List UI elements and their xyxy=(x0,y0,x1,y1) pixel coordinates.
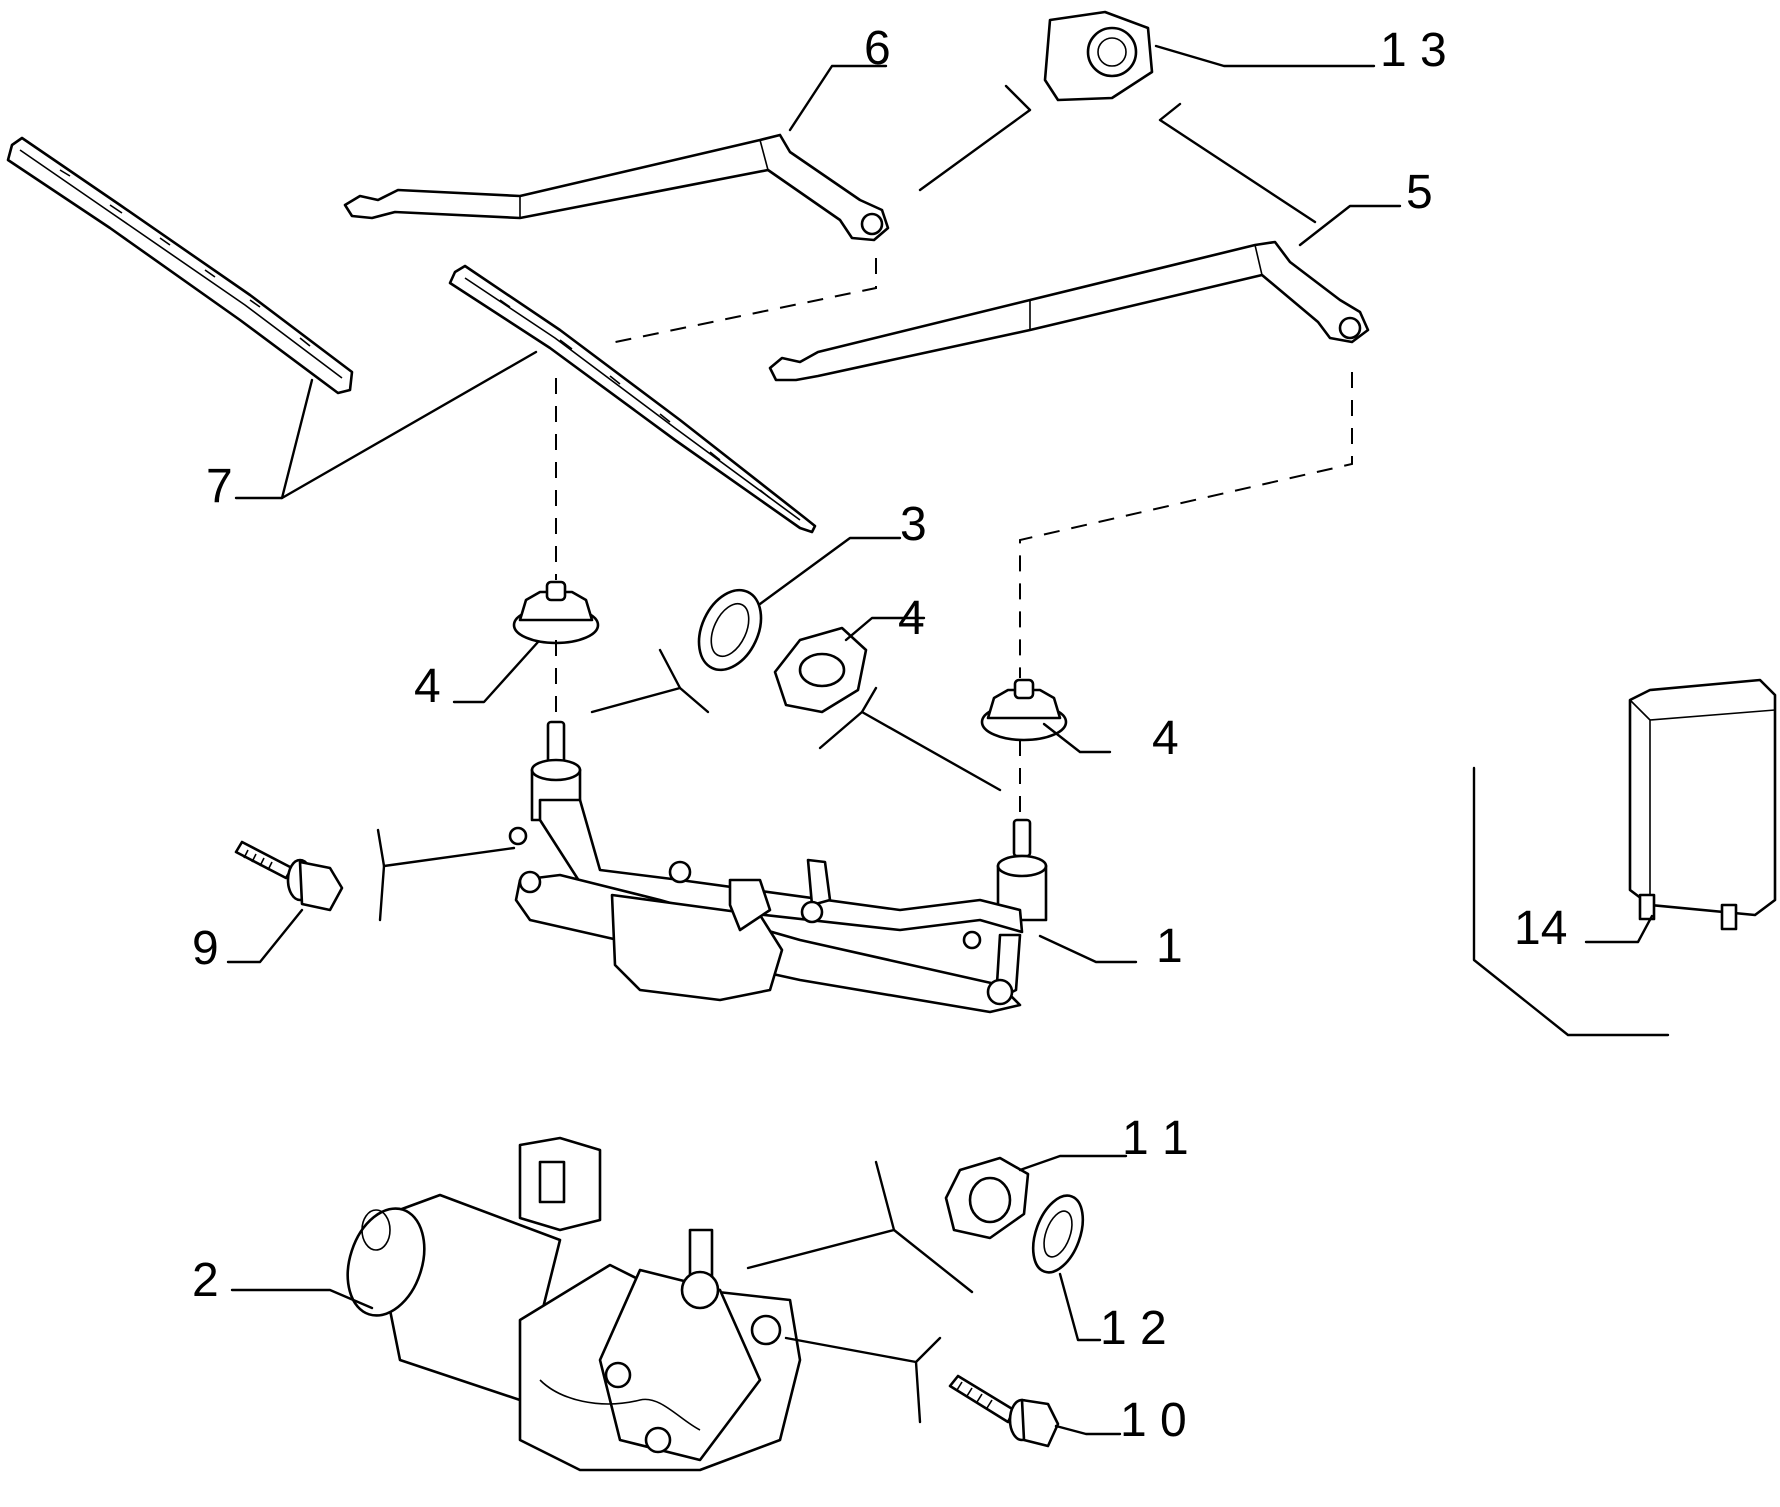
wiper-linkage xyxy=(508,720,1048,1014)
wiper-blade-center xyxy=(448,264,817,534)
wiper-arm-left xyxy=(343,133,890,242)
callout-1: 1 xyxy=(1156,920,1183,973)
callout-2: 2 xyxy=(192,1254,219,1307)
bolt-9 xyxy=(234,840,344,912)
callout-6: 5 xyxy=(1406,166,1433,219)
washer-12 xyxy=(1031,1194,1085,1274)
callout-8: 7 xyxy=(206,460,233,513)
hex-nut xyxy=(773,626,868,714)
callout-4-right: 4 xyxy=(1152,712,1179,765)
callout-11: 1 1 xyxy=(1122,1112,1189,1165)
callout-4-left: 4 xyxy=(414,660,441,713)
flange-nut xyxy=(1043,10,1154,102)
assembly-line-arm6 xyxy=(1019,372,1353,678)
callout-9: 9 xyxy=(192,922,219,975)
cap-grommet-left xyxy=(512,580,600,645)
callout-10: 1 0 xyxy=(1120,1394,1187,1447)
callout-7: 6 xyxy=(864,22,891,75)
cap-grommet-right xyxy=(980,678,1068,742)
callout-3: 3 xyxy=(900,498,927,551)
wiper-motor xyxy=(346,1136,802,1472)
callout-5: 4 xyxy=(898,592,925,645)
washer xyxy=(697,588,763,672)
bolt-10 xyxy=(948,1374,1060,1448)
callout-14: 14 xyxy=(1514,902,1567,955)
callout-13: 1 3 xyxy=(1380,24,1447,77)
wiper-blade-left xyxy=(6,136,354,395)
leader-lines xyxy=(226,44,1654,1436)
relay-bracket-line xyxy=(1472,766,1670,1037)
wiper-arm-right xyxy=(768,240,1370,382)
callout-12: 1 2 xyxy=(1100,1302,1167,1355)
assembly-line-arm7 xyxy=(605,258,877,345)
nut-11 xyxy=(944,1156,1030,1240)
relay xyxy=(1628,678,1777,931)
